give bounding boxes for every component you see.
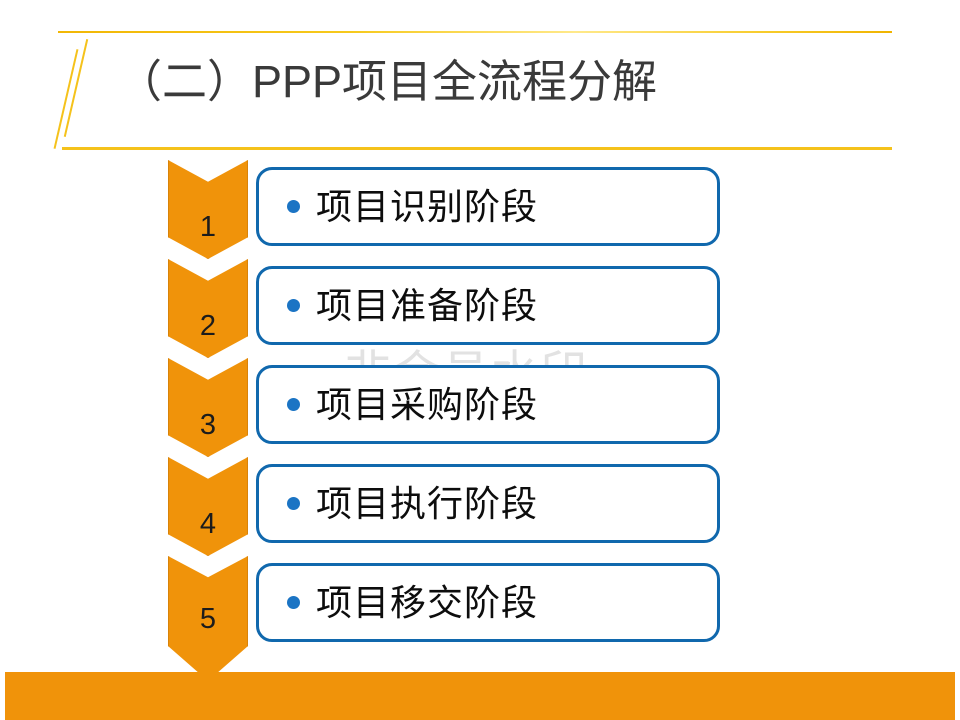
page-title: （二）PPP项目全流程分解 <box>117 56 658 107</box>
step-number-1: 1 <box>199 211 217 243</box>
bullet-icon <box>287 299 300 312</box>
process-step-4[interactable]: 4 项目执行阶段 <box>0 457 960 556</box>
title-bottom-rule <box>62 147 892 150</box>
step-chevron-2: 2 <box>168 259 248 358</box>
step-label-2: 项目准备阶段 <box>316 284 539 326</box>
process-step-5[interactable]: 5 项目移交阶段 <box>0 556 960 681</box>
step-chevron-1: 1 <box>168 160 248 259</box>
step-number-5: 5 <box>199 603 217 635</box>
process-step-2[interactable]: 2 项目准备阶段 <box>0 259 960 358</box>
bullet-icon <box>287 398 300 411</box>
bullet-icon <box>287 596 300 609</box>
bullet-icon <box>287 200 300 213</box>
step-label-5: 项目移交阶段 <box>316 581 539 623</box>
process-step-3[interactable]: 3 项目采购阶段 <box>0 358 960 457</box>
step-chevron-4: 4 <box>168 457 248 556</box>
step-box-1[interactable]: 项目识别阶段 <box>256 167 720 246</box>
step-chevron-5: 5 <box>168 556 248 681</box>
step-label-3: 项目采购阶段 <box>316 383 539 425</box>
bullet-icon <box>287 497 300 510</box>
footer-band <box>5 672 955 720</box>
step-box-5[interactable]: 项目移交阶段 <box>256 563 720 642</box>
step-number-4: 4 <box>199 508 217 540</box>
step-label-4: 项目执行阶段 <box>316 482 539 524</box>
title-top-rule <box>58 31 892 33</box>
step-number-3: 3 <box>199 409 217 441</box>
step-number-2: 2 <box>199 310 217 342</box>
step-box-3[interactable]: 项目采购阶段 <box>256 365 720 444</box>
step-box-2[interactable]: 项目准备阶段 <box>256 266 720 345</box>
step-label-1: 项目识别阶段 <box>316 185 539 227</box>
step-chevron-3: 3 <box>168 358 248 457</box>
process-step-1[interactable]: 1 项目识别阶段 <box>0 160 960 259</box>
step-box-4[interactable]: 项目执行阶段 <box>256 464 720 543</box>
